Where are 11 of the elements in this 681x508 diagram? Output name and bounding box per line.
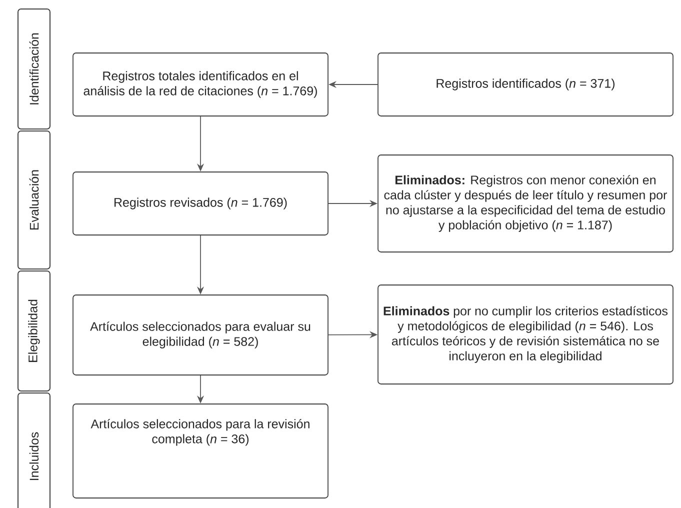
stage-band: Elegibilidad [18,270,50,392]
stage-band: Incluidos [18,392,50,508]
process-box: Registros totales identificados en el análisis de la red de citaciones (n = 1.769) [72,52,328,116]
process-box: Artículos seleccionados para la revisión completa (n = 36) [72,404,328,498]
stage-band: Identificación [18,8,50,130]
process-box: Artículos seleccionados para evaluar su elegibilidad (n = 582) [72,294,328,376]
process-box: Registros revisados (n = 1.769) [72,172,328,236]
process-box: Eliminados: Registros con menor conexión en cada clúster y después de leer título y resumen por no ajustarse a la especificidad del tema de estudio y población objetivo (n = 1.187) [378,154,674,252]
process-box: Registros identificados (n = 371) [378,52,674,116]
stage-band: Evaluación [18,130,50,270]
process-box: Eliminados por no cumplir los criterios estadísticos y metodológicos de elegibilidad (n = 546). Los artículos teóricos y de revisión sistemática no se incluyeron en la elegibilidad [378,284,674,384]
